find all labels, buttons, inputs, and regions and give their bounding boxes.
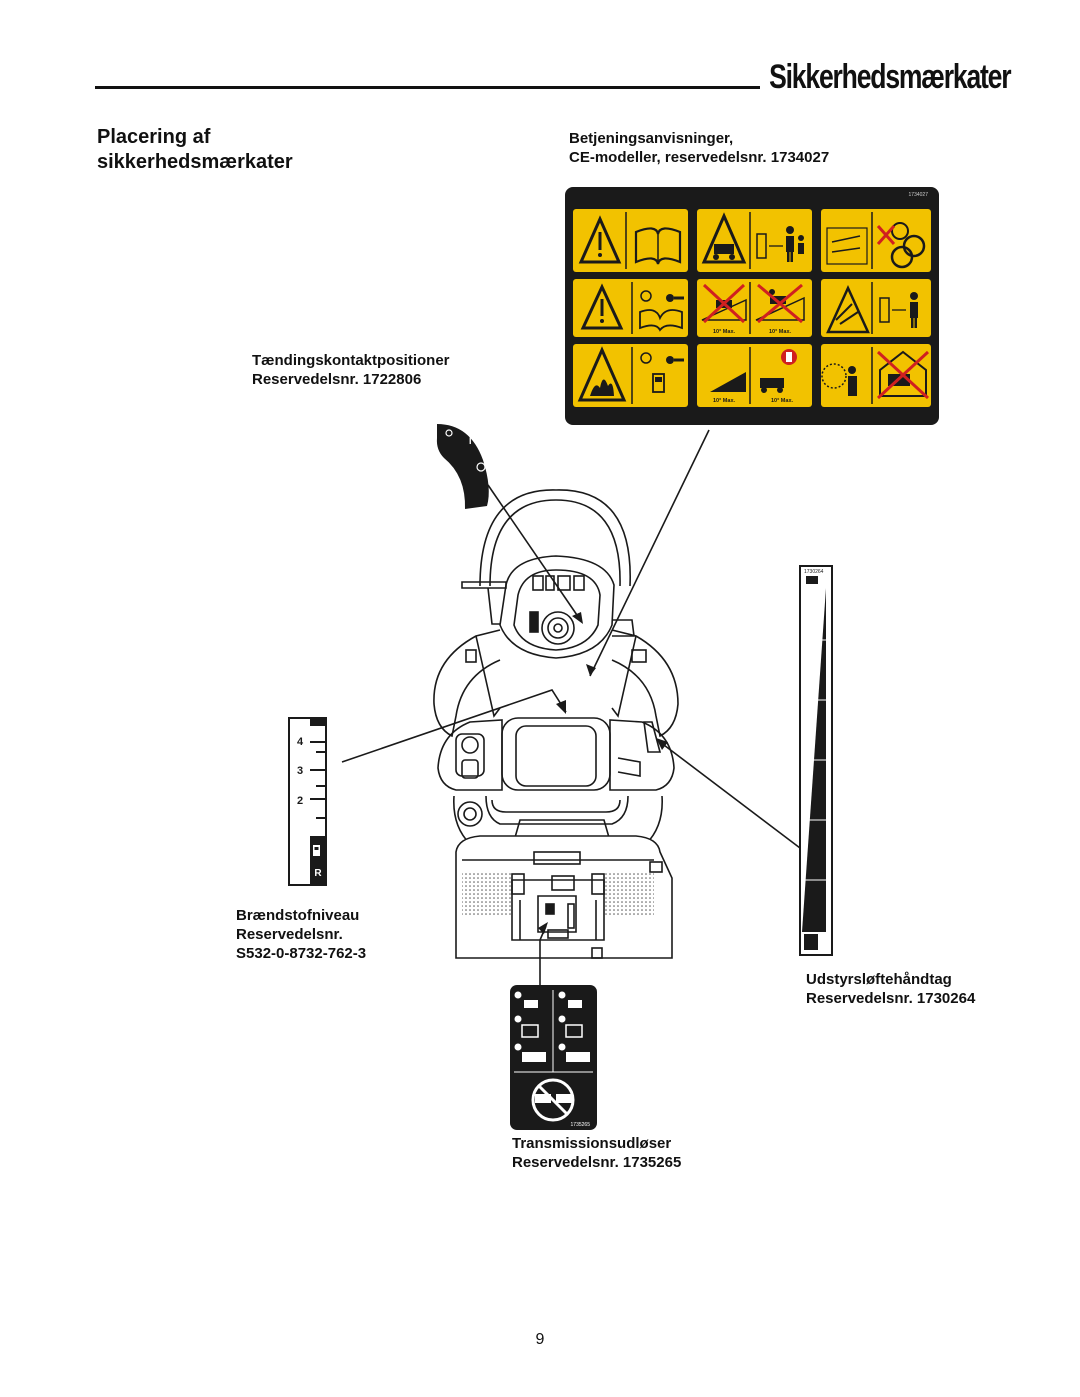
attachment-lift-label: Udstyrsløftehåndtag Reservedelsnr. 17302… [806, 970, 975, 1008]
page-header-title: Sikkerhedsmærkater [768, 58, 1012, 96]
thrown-objects-icon [826, 284, 870, 334]
slope-max-text: 10° Max. [713, 398, 736, 404]
no-steep-slope-icon: 10° Max. [701, 283, 747, 335]
no-slope-cross-icon: 10° Max. [710, 372, 746, 404]
no-children-house-icon [876, 350, 930, 400]
fuel-level-label: Brændstofniveau Reservedelsnr. S532-0-87… [236, 906, 366, 963]
operating-label-line2: CE-modeller, reservedelsnr. 1734027 [569, 149, 830, 166]
section-title-line2: sikkerhedsmærkater [97, 151, 293, 173]
lift-label-line1: Udstyrsløftehåndtag [806, 971, 952, 988]
start-position-icon [476, 462, 486, 472]
no-hands-blade-icon [876, 222, 926, 269]
decal-panel [697, 279, 812, 337]
fuel-mark-reserve: R [314, 868, 322, 879]
section-title-line1: Placering af [97, 126, 211, 148]
decal-panel [821, 344, 931, 407]
page-number: 9 [535, 1331, 545, 1348]
warning-triangle-icon [580, 283, 624, 330]
transmission-release-label: Transmissionsudløser Reservedelsnr. 1735… [512, 1134, 681, 1172]
decal-panel [697, 209, 812, 272]
leader-lines [341, 429, 801, 986]
transmission-release-decal: 1735265 [510, 985, 597, 1130]
transmission-decal-number: 1735265 [571, 1122, 591, 1128]
slope-max-text: 10° Max. [769, 329, 792, 335]
no-steep-slope-icon: 10° Max. [755, 283, 805, 335]
leader-arrowheads [538, 612, 668, 934]
keep-distance-icon [756, 226, 804, 262]
no-towing-icon [531, 1078, 575, 1122]
ignition-switch-decal: I [436, 424, 489, 509]
fire-warning-icon [577, 346, 627, 402]
fuel-mark-3: 3 [297, 765, 303, 777]
tractor-slope-warning-icon [701, 212, 747, 264]
ignition-on-mark: I [469, 436, 472, 446]
manual-book-icon [634, 227, 682, 265]
lift-handle-decal: 1730264 [799, 565, 833, 956]
transmission-label-line1: Transmissionsudløser [512, 1135, 672, 1152]
fuel-mark-4: 4 [297, 736, 304, 748]
fuel-label-line1: Brændstofniveau [236, 907, 360, 924]
section-title: Placering af sikkerhedsmærkater [97, 125, 397, 175]
ignition-label-line2: Reservedelsnr. 1722806 [252, 371, 422, 388]
fuel-pump-icon [313, 845, 320, 856]
lift-low-icon [804, 934, 818, 950]
tractor-drawing [433, 489, 679, 959]
header-rule [95, 86, 760, 89]
off-position-icon [445, 429, 453, 437]
lift-high-icon [806, 576, 818, 584]
decal-panel [821, 279, 931, 337]
operating-label-line1: Betjeningsanvisninger, [569, 130, 734, 147]
debris-warning-icon [821, 363, 857, 396]
slope-max-text: 10° Max. [771, 398, 794, 404]
no-passenger-icon: 10° Max. [760, 349, 797, 404]
fuel-label-line2: Reservedelsnr. [236, 926, 343, 943]
warning-triangle-icon [578, 215, 622, 264]
operating-instructions-decal: 1734027 [565, 187, 939, 425]
operating-decal-number: 1734027 [909, 192, 929, 198]
lift-label-line2: Reservedelsnr. 1730264 [806, 990, 976, 1007]
fuel-level-decal: 4 3 2 R [288, 717, 327, 886]
key-icon [640, 352, 684, 393]
lift-decal-number: 1730264 [804, 569, 824, 575]
fuel-mark-2: 2 [297, 795, 303, 807]
slope-max-text: 10° Max. [713, 329, 736, 335]
ignition-label-line1: Tændingskontaktpositioner [252, 352, 450, 369]
keep-distance-icon [879, 292, 918, 328]
fuel-label-line3: S532-0-8732-762-3 [236, 945, 367, 962]
key-icon [639, 290, 684, 332]
ignition-positions-label: Tændingskontaktpositioner Reservedelsnr.… [252, 351, 450, 389]
transmission-label-line2: Reservedelsnr. 1735265 [512, 1154, 682, 1171]
operating-instructions-label: Betjeningsanvisninger, CE-modeller, rese… [569, 129, 829, 167]
blade-icon [826, 227, 868, 265]
